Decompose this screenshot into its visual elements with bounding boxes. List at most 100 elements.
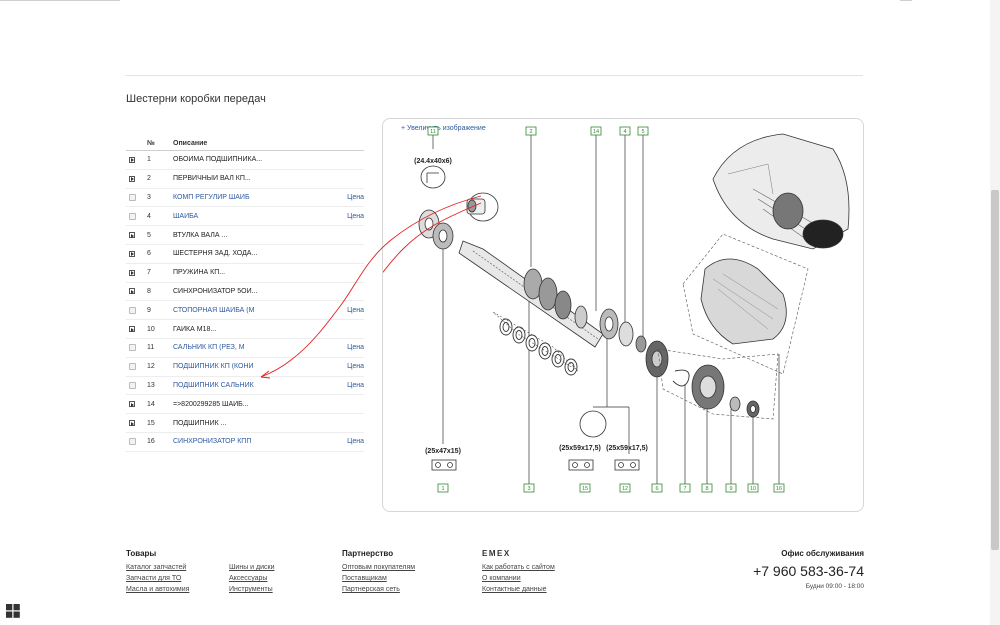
row-description[interactable]: ПОДШИПНИК КП (КОНИ bbox=[173, 363, 254, 371]
footer-link[interactable]: Партнерская сеть bbox=[342, 586, 400, 593]
top-edge-line-left bbox=[0, 0, 120, 1]
table-row[interactable]: 14=>8200299285 ШАЙБ... bbox=[126, 395, 364, 415]
footer-link[interactable]: Инструменты bbox=[229, 586, 273, 593]
table-row[interactable]: 11 САЛЬНИК КП (РЕЗ, М Цена bbox=[126, 339, 364, 358]
footer-link[interactable]: О компании bbox=[482, 575, 521, 582]
footer-link[interactable]: Как работать с сайтом bbox=[482, 564, 555, 571]
price-link[interactable]: Цена bbox=[347, 306, 364, 314]
callout-number[interactable]: 2 bbox=[529, 129, 532, 135]
size-label-d: (25x59x17,5) bbox=[606, 445, 648, 452]
price-link[interactable]: Цена bbox=[347, 438, 364, 446]
callout-number[interactable]: 14 bbox=[593, 129, 599, 135]
callout-number[interactable]: 11 bbox=[430, 129, 436, 135]
callout-number[interactable]: 5 bbox=[641, 129, 644, 135]
price-link[interactable]: Цена bbox=[347, 363, 364, 371]
checkbox[interactable] bbox=[129, 212, 136, 220]
size-label-c: (25x59x17,5) bbox=[559, 445, 601, 452]
checkbox[interactable] bbox=[129, 381, 136, 389]
price-link[interactable]: Цена bbox=[347, 212, 364, 220]
top-edge bbox=[0, 0, 1000, 2]
row-number: 11 bbox=[147, 344, 155, 352]
price-link[interactable]: Цена bbox=[347, 381, 364, 389]
office-title: Офис обслуживания bbox=[781, 549, 864, 558]
page-title: Шестерни коробки передач bbox=[126, 93, 266, 105]
row-number: 16 bbox=[147, 438, 155, 446]
price-link[interactable]: Цена bbox=[347, 193, 364, 201]
footer-link[interactable]: Каталог запчастей bbox=[126, 564, 187, 571]
checkbox[interactable] bbox=[129, 344, 136, 352]
footer-link[interactable]: Аксессуары bbox=[229, 575, 268, 582]
red-annotation-arrow bbox=[383, 202, 482, 273]
row-number: 5 bbox=[147, 231, 151, 239]
price-link[interactable]: Цена bbox=[347, 344, 364, 352]
expand-icon[interactable] bbox=[129, 401, 135, 408]
callout-number[interactable]: 16 bbox=[776, 486, 782, 492]
enlarge-image-link[interactable]: + Увеличить изображение bbox=[401, 125, 486, 132]
row-number: 4 bbox=[147, 212, 151, 220]
callout-number[interactable]: 4 bbox=[623, 129, 626, 135]
expand-icon[interactable] bbox=[129, 250, 135, 257]
row-number: 6 bbox=[147, 250, 151, 258]
footer-emex-title: EMEX bbox=[482, 549, 511, 558]
callout-number[interactable]: 8 bbox=[705, 486, 708, 492]
footer-link[interactable]: Поставщикам bbox=[342, 575, 387, 582]
footer-link[interactable]: Шины и диски bbox=[229, 564, 275, 571]
callout-number[interactable]: 7 bbox=[683, 486, 686, 492]
row-description[interactable]: ШАЙБА bbox=[173, 212, 199, 220]
page-scrollbar[interactable] bbox=[990, 0, 1000, 625]
table-row[interactable]: 13 ПОДШИПНИК САЛЬНИК Цена bbox=[126, 377, 364, 396]
table-row[interactable]: 16 СИНХРОНИЗАТОР КПП Цена bbox=[126, 433, 364, 452]
footer-link[interactable]: Запчасти для ТО bbox=[126, 575, 182, 582]
row-description: =>8200299285 ШАЙБ... bbox=[173, 400, 249, 408]
checkbox[interactable] bbox=[129, 193, 136, 201]
footer-link[interactable]: Оптовым покупателям bbox=[342, 564, 416, 571]
callout-number[interactable]: 15 bbox=[582, 486, 588, 492]
row-description[interactable]: САЛЬНИК КП (РЕЗ, М bbox=[173, 344, 245, 352]
row-description[interactable]: ПОДШИПНИК САЛЬНИК bbox=[173, 381, 254, 389]
callout-number[interactable]: 9 bbox=[729, 486, 732, 492]
checkbox[interactable] bbox=[129, 438, 136, 446]
expand-icon[interactable] bbox=[129, 420, 135, 427]
row-number: 13 bbox=[147, 381, 155, 389]
footer-link[interactable]: Масла и автохимия bbox=[126, 586, 190, 593]
footer-link[interactable]: Контактные данные bbox=[482, 586, 547, 593]
checkbox[interactable] bbox=[129, 363, 136, 371]
office-phone[interactable]: +7 960 583-36-74 bbox=[753, 563, 864, 579]
expand-icon[interactable] bbox=[129, 288, 135, 295]
table-row[interactable]: 4 ШАЙБА Цена bbox=[126, 207, 364, 227]
callout-number[interactable]: 1 bbox=[441, 486, 444, 492]
checkbox[interactable] bbox=[129, 306, 136, 314]
callout-number[interactable]: 12 bbox=[622, 486, 628, 492]
expand-icon[interactable] bbox=[129, 232, 135, 239]
expand-icon[interactable] bbox=[129, 326, 135, 333]
expand-icon[interactable] bbox=[129, 156, 135, 163]
parts-diagram: + Увеличить изображение bbox=[382, 118, 864, 512]
row-number: 8 bbox=[147, 287, 151, 295]
windows-start-icon[interactable] bbox=[6, 604, 20, 618]
row-description[interactable]: СТОПОРНАЯ ШАЙБА (М bbox=[173, 306, 255, 314]
expand-icon[interactable] bbox=[129, 269, 135, 276]
row-description[interactable]: СИНХРОНИЗАТОР КПП bbox=[173, 438, 252, 446]
expand-icon[interactable] bbox=[129, 175, 135, 182]
size-label-a: (24.4x40x6) bbox=[414, 158, 452, 165]
callout-number[interactable]: 3 bbox=[527, 486, 530, 492]
row-description[interactable]: КОМП РЕГУЛИР ШАЙБ bbox=[173, 193, 250, 201]
scrollbar-thumb[interactable] bbox=[991, 190, 999, 550]
callout-number[interactable]: 10 bbox=[750, 486, 756, 492]
callout-number[interactable]: 6 bbox=[655, 486, 658, 492]
